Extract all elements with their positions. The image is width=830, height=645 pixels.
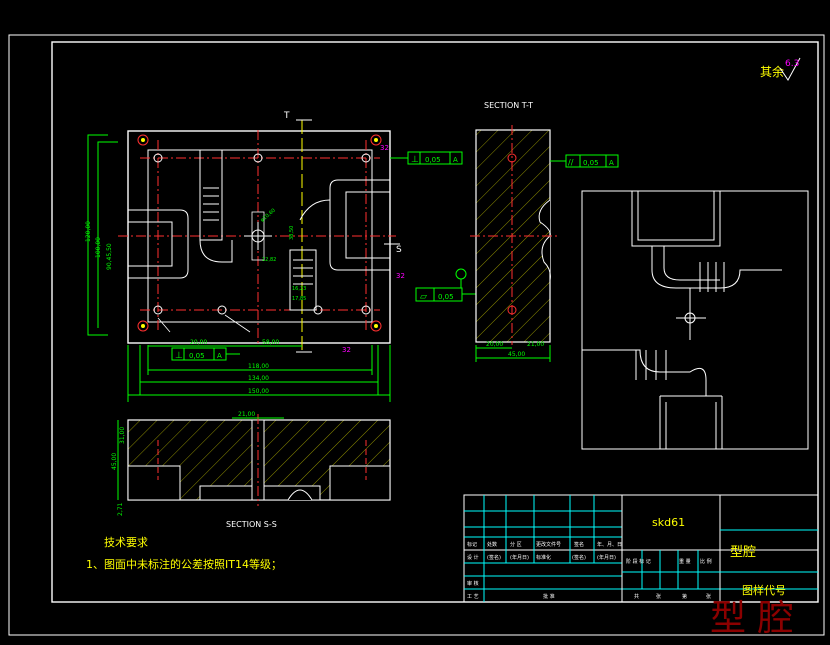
dim-90: 90,45,50	[106, 243, 113, 270]
dim-118: 118,00	[248, 363, 269, 370]
svg-text:0,05: 0,05	[425, 156, 441, 164]
svg-text:⊥: ⊥	[175, 351, 183, 361]
title-block: skd61 型腔 图样代号 标记 处数 分 区 更改文件号 签名 年、月、日 设…	[463, 494, 819, 603]
svg-text:处数: 处数	[487, 541, 497, 548]
svg-text:32: 32	[342, 346, 351, 354]
svg-text:(年月日): (年月日)	[510, 554, 529, 561]
svg-text:20,00: 20,00	[486, 341, 503, 348]
svg-text:45,00: 45,00	[111, 453, 118, 470]
svg-text:▱: ▱	[420, 292, 427, 302]
dim-58: 58,00	[262, 339, 279, 346]
svg-text:张: 张	[706, 593, 711, 600]
svg-text:标准化: 标准化	[536, 554, 551, 561]
material-label: skd61	[652, 516, 685, 529]
section-marker-s: S	[396, 245, 402, 255]
svg-text:A: A	[217, 352, 222, 360]
outer-border	[8, 34, 825, 636]
dim-150: 150,00	[248, 388, 269, 395]
dim-1785: 17,85	[292, 296, 306, 302]
iso-view	[581, 190, 809, 450]
roughness-label: 其余	[760, 64, 784, 79]
svg-text:比 例: 比 例	[700, 558, 712, 565]
svg-text:审 核: 审 核	[467, 580, 479, 587]
svg-text:21,00: 21,00	[527, 341, 544, 348]
part-name: 型腔	[730, 545, 756, 560]
dim-100: 100,00	[95, 237, 102, 258]
svg-text:阶 段 标 记: 阶 段 标 记	[626, 558, 651, 565]
svg-text:0,05: 0,05	[189, 352, 205, 360]
svg-text:重 量: 重 量	[679, 558, 691, 565]
watermark-text: 型 腔	[710, 598, 793, 639]
svg-text:32: 32	[380, 144, 389, 152]
dim-120: 120,00	[85, 221, 92, 242]
drawing-number: 图样代号	[742, 583, 786, 597]
svg-text:标记: 标记	[467, 541, 477, 548]
svg-text:0,05: 0,05	[583, 159, 599, 167]
notes-title: 技术要求	[104, 536, 148, 549]
svg-text:批 准: 批 准	[543, 593, 555, 600]
dim-134: 134,00	[248, 375, 269, 382]
section-ss-label: SECTION S-S	[226, 520, 277, 529]
svg-text:45,00: 45,00	[508, 351, 525, 358]
roughness-value: 6.3	[785, 59, 799, 69]
svg-text:(签名): (签名)	[487, 554, 501, 561]
svg-text:21,00: 21,00	[238, 411, 255, 418]
dim-20: 20,00	[190, 339, 207, 346]
dim-phi: φ10,60	[259, 208, 276, 224]
notes-item-1: 1、图面中未标注的公差按照IT14等级；	[86, 557, 282, 571]
dim-1282: 12,82	[262, 257, 276, 263]
svg-text:签名: 签名	[574, 541, 584, 548]
svg-text:0,05: 0,05	[438, 293, 454, 301]
svg-text:第: 第	[682, 593, 687, 600]
roughness-mark: 其余 6.3	[760, 57, 801, 81]
svg-text:32: 32	[396, 272, 405, 280]
section-ss-view: 21,00 45,00 31,00 2,71 SECTION S-S	[111, 411, 391, 529]
svg-text:A: A	[453, 156, 458, 164]
svg-text:年、月、日: 年、月、日	[597, 541, 622, 548]
plate-outline	[127, 130, 391, 344]
svg-text:工 艺: 工 艺	[467, 594, 479, 600]
technical-notes: 技术要求 1、图面中未标注的公差按照IT14等级；	[86, 536, 282, 571]
svg-text:A: A	[609, 159, 614, 167]
tolerance-frame-right: ⊥ 0,05 A	[390, 151, 463, 165]
section-tt-label: SECTION T-T	[484, 101, 533, 110]
tolerance-frame-tt: // 0,05 A	[550, 154, 619, 168]
tolerance-frame-bottom: ⊥ 0,05 A	[171, 347, 240, 361]
svg-text://: //	[568, 158, 574, 167]
svg-text:(签名): (签名)	[572, 554, 586, 561]
svg-text:2,71: 2,71	[117, 502, 124, 516]
svg-text:更改文件号: 更改文件号	[536, 541, 561, 548]
main-view: T S	[85, 111, 476, 402]
dim-38: 38,50	[289, 226, 295, 240]
svg-text:设 计: 设 计	[467, 554, 479, 561]
svg-text:(年月日): (年月日)	[597, 554, 616, 561]
inner-border	[51, 41, 819, 603]
flatness-frame: ▱ 0,05	[415, 287, 476, 302]
dim-1623: 16,23	[292, 286, 306, 292]
section-tt-view: SECTION T-T // 0,05 A 20,00 21,00 45,00	[470, 101, 619, 362]
svg-text:31,00: 31,00	[119, 427, 126, 444]
svg-text:张: 张	[656, 593, 661, 600]
section-marker-t: T	[283, 111, 290, 121]
svg-text:分 区: 分 区	[510, 541, 522, 548]
svg-text:共: 共	[634, 593, 639, 600]
svg-text:⊥: ⊥	[411, 155, 419, 165]
